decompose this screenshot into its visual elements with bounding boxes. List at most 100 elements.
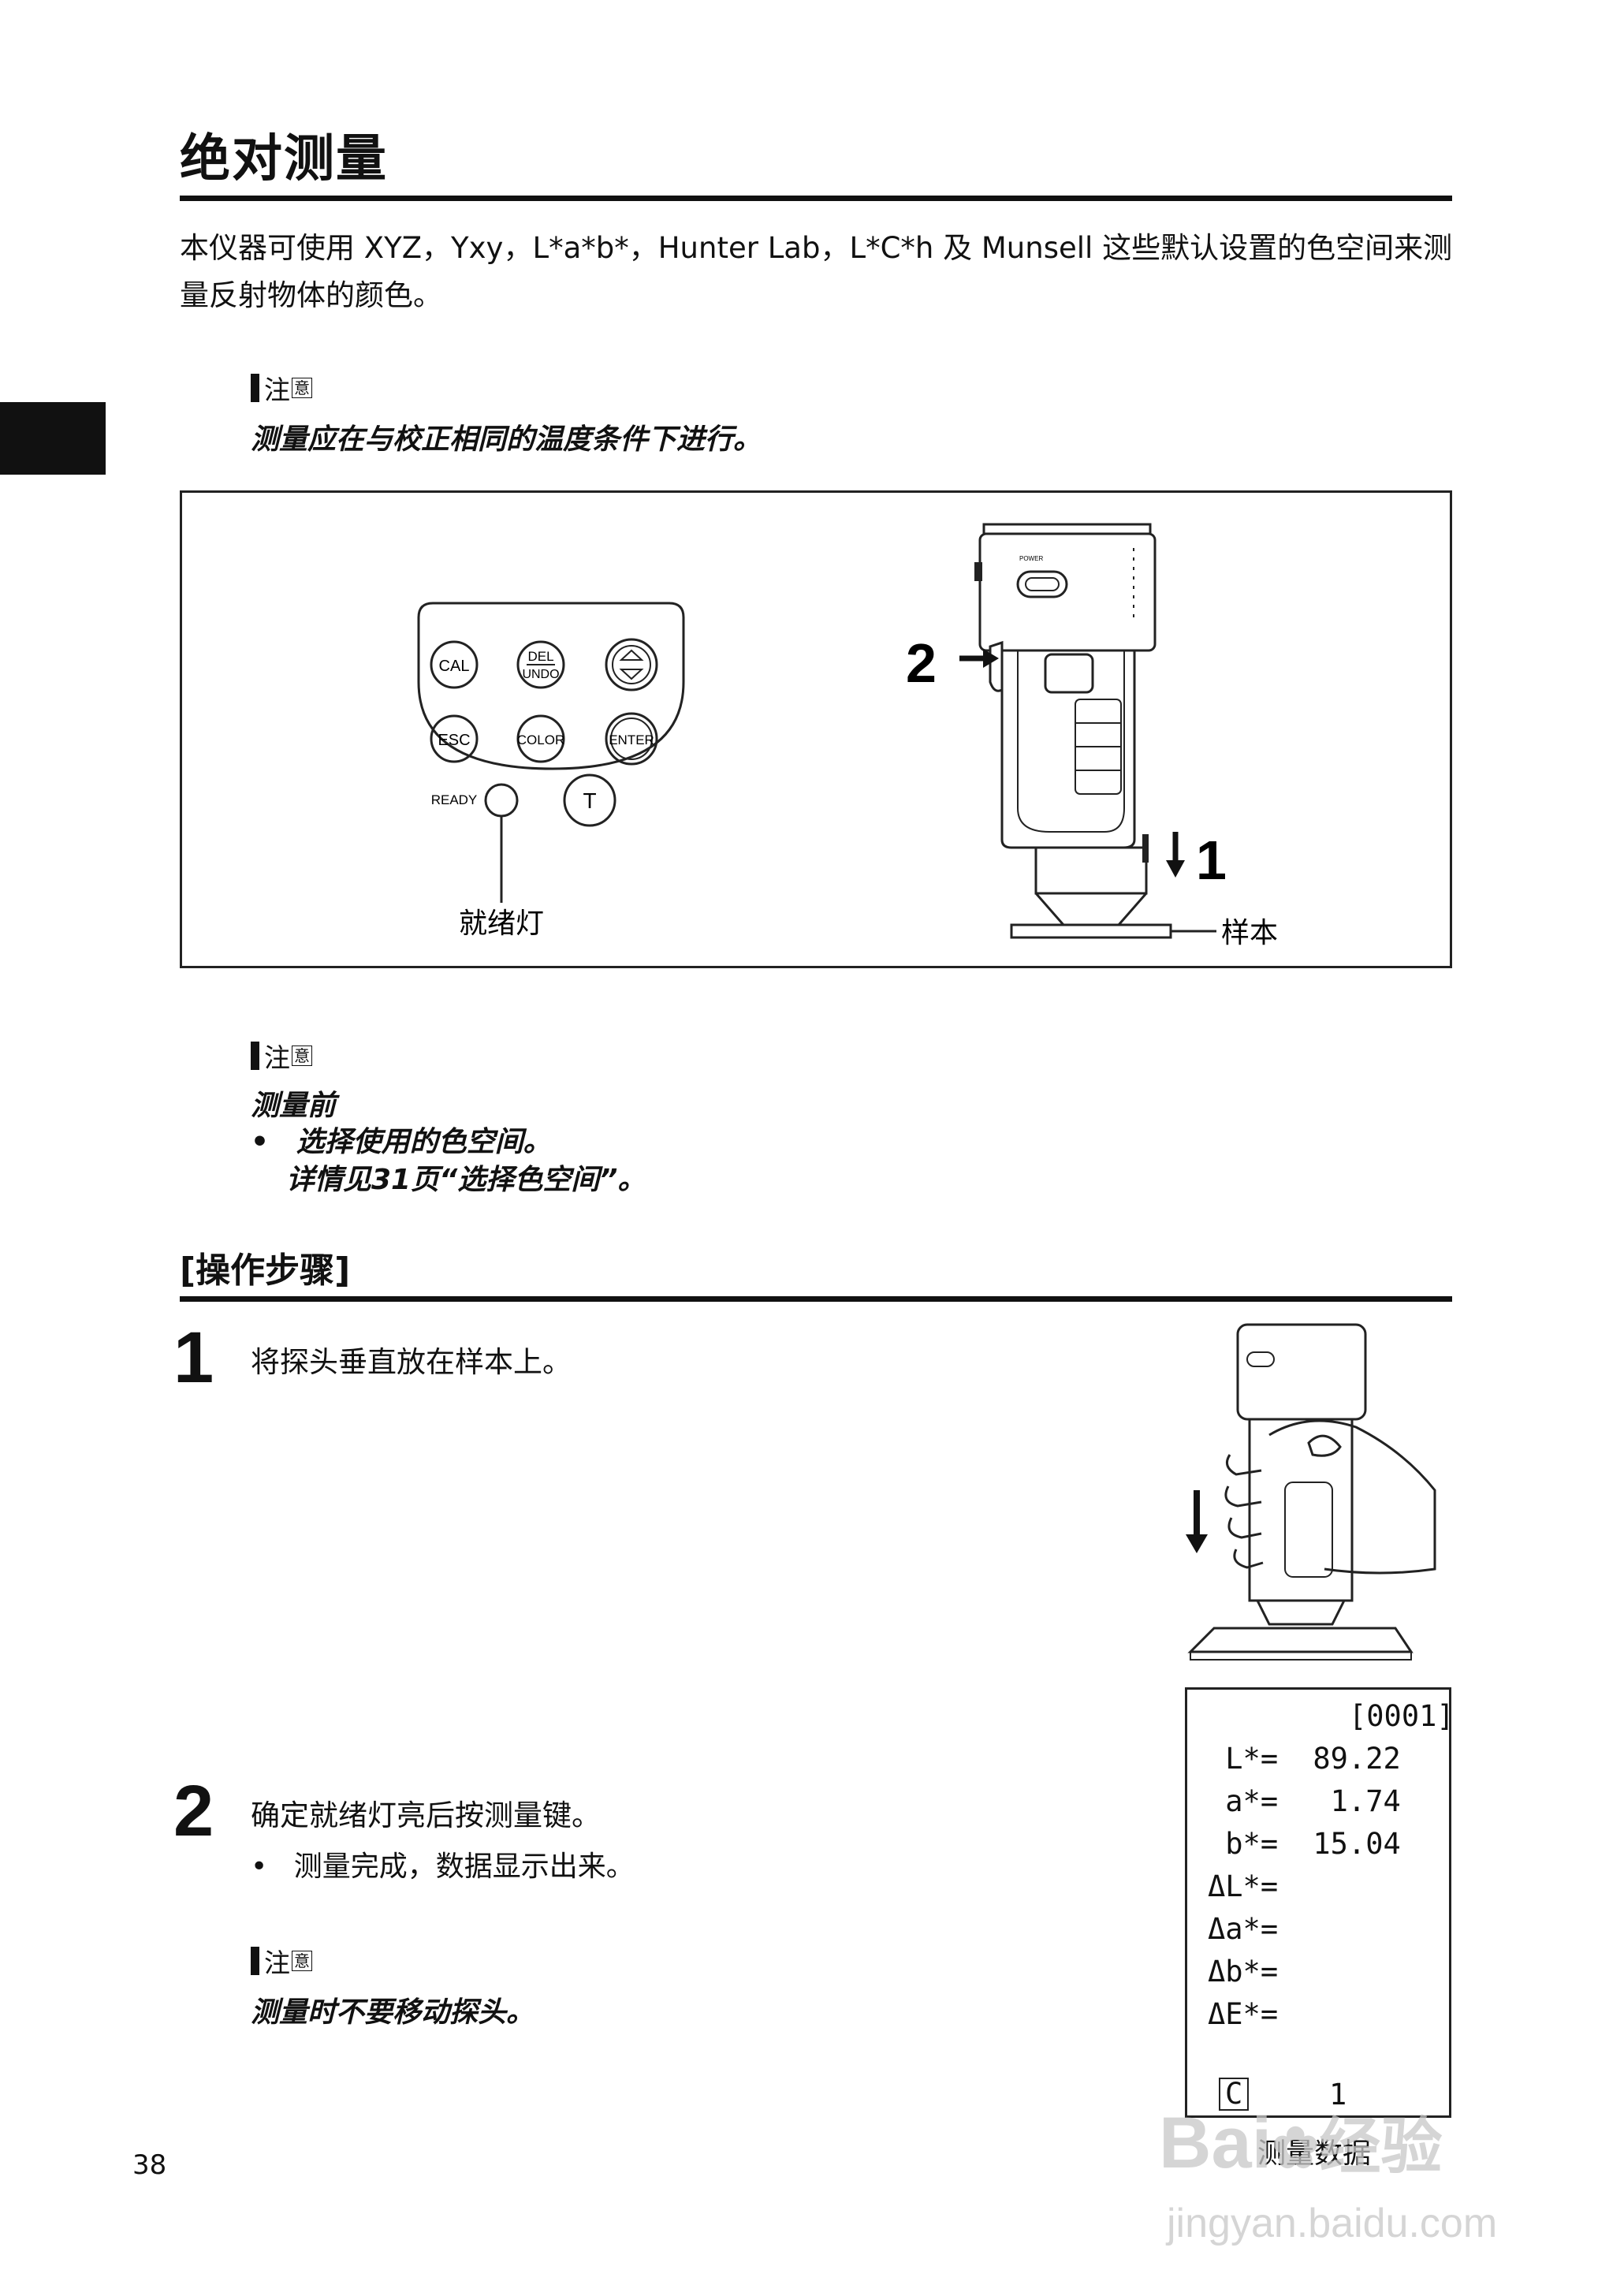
undo-key-label: UNDO [522,668,559,681]
power-label: POWER [1019,555,1043,562]
bullet-dot-icon: • [251,1126,270,1158]
color-key[interactable] [516,714,565,763]
note-bar-icon [251,374,259,402]
t-key[interactable] [563,773,616,827]
paw-icon: ✿ [1272,2117,1320,2180]
probe-barrel [1034,846,1148,895]
note-label-small: 意 [292,1951,312,1971]
instrument-handle [1000,650,1136,849]
display-row-label: ΔE*= [1208,1997,1279,2031]
display-row: ΔL*= [1208,1869,1278,1903]
thumb [1307,1434,1342,1457]
probe-grip [1284,1482,1333,1578]
display-row-label: Δb*= [1208,1955,1279,1988]
note-text: 测量时不要移动探头。 [251,1996,535,2029]
barrel-clip [1142,834,1149,863]
ready-callout-text: 就绪灯 [459,908,544,940]
note-label: 注 意 [251,1942,312,1980]
esc-key[interactable] [430,714,479,763]
finger-4 [1233,1549,1264,1569]
arrow-label-2: 2 [906,632,937,694]
ready-lamp [484,783,519,818]
down-arrow-icon [1186,1534,1208,1553]
del-key-label: DEL [527,649,553,664]
display-row-value: 89.22 [1295,1742,1401,1776]
display-row-label: Δa*= [1208,1912,1279,1946]
probe-cone [1034,893,1148,926]
down-arrow-icon [619,669,644,680]
side-clip [974,562,982,581]
instrument-figure: CAL DEL UNDO ESC COLOR ENTER READY T 就绪灯… [417,523,1278,949]
cal-key-label: CAL [439,658,470,675]
finger-3 [1227,1517,1262,1539]
chapter-tab [0,402,106,475]
note-bullet-text: 选择使用的色空间。 [296,1126,552,1158]
step-2-text: 确定就绪灯亮后按测量键。 [251,1798,601,1832]
instrument-head [978,532,1157,652]
page-title: 绝对测量 [180,130,388,188]
display-row-label: a*= [1208,1784,1279,1818]
figure-box: CAL DEL UNDO ESC COLOR ENTER READY T 就绪灯… [180,490,1452,968]
color-key-label: COLOR [517,732,564,747]
note-label: 注 意 [251,369,312,407]
display-footer-right: 1 [1329,2078,1347,2112]
display-header: [0001] [1349,1699,1455,1733]
display-row-value: 1.74 [1295,1784,1401,1818]
sample-callout-text: 样本 [1221,917,1278,949]
note-label-text: 注 [264,1948,290,1978]
hand-outline [1268,1419,1436,1575]
measurement-display: [0001] L*= 89.22 a*= 1.74 b*= 15.04 ΔL*=… [1185,1687,1455,2118]
display-row: Δb*= [1208,1955,1278,1988]
bullet-dot-icon: • [251,1851,268,1883]
t-key-label: T [583,788,596,813]
scroll-key[interactable] [605,638,658,691]
note-label-small: 意 [292,378,312,398]
enter-key[interactable] [605,712,658,766]
sample-plate [1010,923,1172,939]
arrow-2-icon [983,649,999,668]
trigger-button[interactable] [989,640,1004,692]
display-row: ΔE*= [1208,1997,1278,2031]
instrument-top-cap [982,523,1152,535]
display-row: a*= 1.74 [1208,1784,1401,1818]
del-undo-key[interactable] [516,640,565,689]
note-bar-icon [251,1947,259,1975]
intro-paragraph: 本仪器可使用 XYZ，Yxy，L*a*b*，Hunter Lab，L*C*h 及… [180,231,1453,312]
keypad-panel [417,602,685,770]
sample-plate [1187,1627,1414,1653]
esc-key-label: ESC [438,732,470,749]
enter-key-inner [610,718,653,760]
note-bullet: • 选择使用的色空间。 [251,1124,552,1161]
note-heading: 测量前 [251,1090,337,1122]
step-2-bullet-text: 测量完成，数据显示出来。 [293,1851,635,1883]
display-row-label: b*= [1208,1827,1279,1861]
display-footer-left: C [1219,2078,1250,2111]
handle-inner [1017,650,1125,833]
display-row: b*= 15.04 [1208,1827,1401,1861]
title-rule [180,196,1452,201]
finger-2 [1224,1485,1262,1508]
step-2-bullet: • 测量完成，数据显示出来。 [251,1843,635,1884]
scroll-key-inner [612,645,651,684]
display-row-value: 15.04 [1295,1827,1401,1861]
ready-label: READY [431,792,478,807]
procedure-title: [操作步骤] [180,1250,351,1291]
note-bar-icon [251,1042,259,1070]
table-base [1190,1651,1412,1660]
procedure-rule [180,1296,1452,1302]
watermark-logo-text: Bai [1159,2103,1272,2183]
power-switch-knob [1025,577,1060,591]
watermark-logo-suffix: 经验 [1319,2112,1443,2181]
finger-1 [1225,1454,1262,1476]
arrow-1-icon [1166,860,1185,878]
arrow-label-1: 1 [1196,829,1227,891]
probe-head [1236,1323,1367,1421]
display-row: Δa*= [1208,1912,1278,1946]
display-row: L*= 89.22 [1208,1742,1401,1776]
watermark-logo: Bai✿经验 [1159,2097,1443,2186]
power-switch[interactable] [1016,570,1068,598]
handle-window [1044,653,1094,694]
step-1-number: 1 [173,1318,214,1398]
note-label-small: 意 [292,1046,312,1066]
cal-key[interactable] [430,640,479,689]
